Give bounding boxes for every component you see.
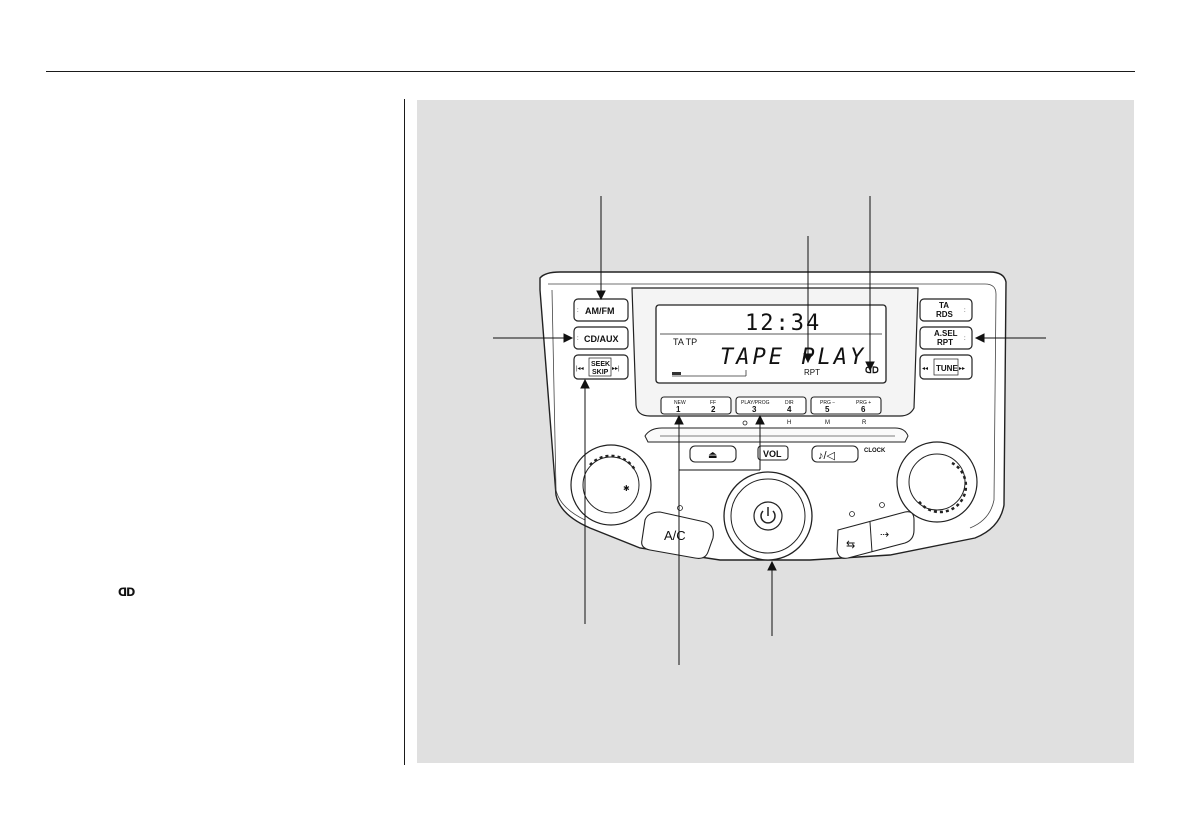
svg-text:RDS: RDS — [936, 310, 954, 319]
sound-button[interactable]: ♪/◁ — [811, 445, 859, 463]
air-circulation-buttons[interactable]: ⇆ ⇢ — [836, 502, 915, 559]
preset-button-3-4[interactable] — [735, 396, 807, 415]
svg-text:SEEK: SEEK — [591, 361, 610, 368]
power-icon — [760, 510, 776, 524]
preset-6-top: PRG + — [856, 400, 871, 406]
cassette-slot — [644, 427, 909, 443]
preset-6-num: 6 — [861, 405, 866, 414]
seek-left-arrows: |◂◂ — [576, 366, 584, 372]
ta-rds-button[interactable]: TA RDS : — [919, 298, 973, 322]
preset-1-num: 1 — [676, 405, 681, 414]
svg-text:⏏: ⏏ — [708, 450, 717, 461]
svg-text:SKIP: SKIP — [592, 369, 609, 376]
svg-text::: : — [964, 308, 966, 314]
preset-sub-m: M — [825, 420, 830, 426]
clock-label: CLOCK — [864, 448, 886, 454]
preset-5-num: 5 — [825, 405, 830, 414]
vol-label: VOL — [757, 445, 789, 461]
preset-button-bar: NEW 1 FF 2 PLAY/PROG 3 DIR 4 PRG − 5 PRG… — [660, 396, 882, 426]
preset-sub-r: R — [862, 420, 867, 426]
preset-1-top: NEW — [674, 400, 686, 406]
preset-2-num: 2 — [711, 405, 716, 414]
a-sel-rpt-button[interactable]: A.SEL RPT : — [919, 326, 973, 350]
page-top-rule — [46, 71, 1135, 72]
am-fm-button[interactable]: AM/FM : — [573, 298, 629, 322]
display-ta-tp: TA TP — [673, 337, 697, 347]
seek-right-arrows: ▸▸| — [612, 366, 620, 372]
tune-right-arrows: ▸▸ — [959, 366, 965, 372]
preset-button-1-2[interactable] — [660, 396, 732, 415]
tune-left-arrows: ◂◂ — [922, 366, 928, 372]
tune-button[interactable]: TUNE ◂◂ ▸▸ — [919, 354, 973, 380]
preset-sub-h: H — [787, 420, 791, 426]
callout-lines — [493, 196, 1046, 665]
svg-text:TUNE: TUNE — [936, 364, 958, 373]
svg-text:TA: TA — [939, 301, 949, 310]
svg-text:A.SEL: A.SEL — [934, 329, 958, 338]
svg-text::: : — [577, 336, 579, 342]
cd-aux-button[interactable]: CD/AUX : — [573, 326, 629, 350]
ac-button[interactable]: A/C — [641, 505, 714, 559]
preset-button-5-6[interactable] — [810, 396, 882, 415]
display-clock: 12:34 — [745, 311, 821, 336]
fresh-air-icon: ⇢ — [880, 529, 889, 541]
svg-text::: : — [964, 336, 966, 342]
preset-3-top: PLAY/PROG — [741, 400, 770, 406]
column-divider — [404, 99, 405, 765]
svg-text:✱: ✱ — [623, 484, 630, 493]
svg-text:AM/FM: AM/FM — [585, 306, 615, 316]
preset-4-num: 4 — [787, 405, 792, 414]
svg-text:CD/AUX: CD/AUX — [584, 334, 619, 344]
temperature-knob[interactable] — [896, 441, 978, 523]
display-rpt: RPT — [804, 368, 820, 377]
lcd-display — [655, 304, 887, 384]
svg-text::: : — [577, 308, 579, 314]
display-mode-text: TAPE PLAY — [720, 345, 866, 370]
svg-text:A/C: A/C — [664, 528, 686, 543]
dolby-symbol-text: ᗡᗞ — [118, 586, 135, 599]
display-dolby-icon: ᗡᗞ — [865, 365, 879, 375]
preset-2-top: FF — [710, 400, 716, 406]
power-volume-knob[interactable] — [723, 471, 813, 561]
eject-button[interactable]: ⏏ — [689, 445, 737, 463]
svg-text:♪/◁: ♪/◁ — [818, 450, 836, 462]
recirculation-icon: ⇆ — [846, 539, 855, 551]
preset-5-top: PRG − — [820, 400, 835, 406]
fan-speed-knob[interactable]: ✱ — [570, 444, 652, 526]
seek-skip-button[interactable]: SEEK SKIP |◂◂ ▸▸| — [573, 354, 629, 380]
preset-4-top: DIR — [785, 400, 794, 406]
preset-3-num: 3 — [752, 405, 757, 414]
svg-text:RPT: RPT — [937, 338, 953, 347]
svg-text:VOL: VOL — [763, 449, 782, 459]
